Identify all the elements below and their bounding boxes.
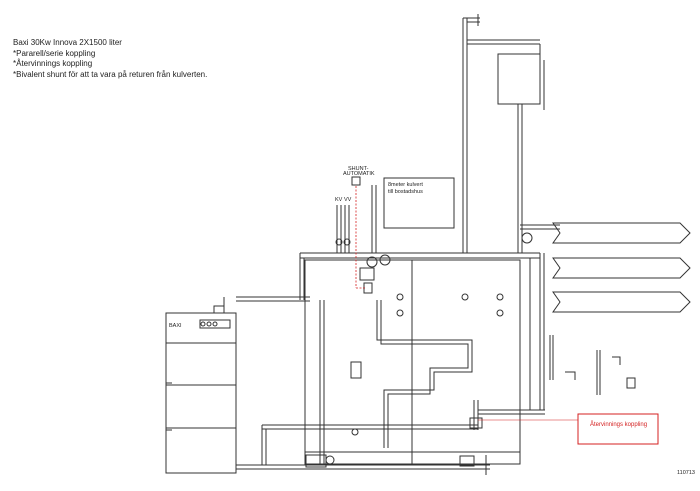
recovery-callout-box — [577, 413, 659, 445]
notes-title: Baxi 30Kw Innova 2X1500 liter — [13, 38, 122, 47]
expansion-vessel — [497, 53, 541, 105]
kulvert-label-1: 8meter kulvert — [388, 182, 423, 188]
radiator-2 — [552, 257, 691, 279]
kulvert-box — [383, 177, 455, 229]
notes-line-3: *Bivalent shunt för att ta vara på retur… — [13, 69, 208, 79]
boiler — [165, 305, 237, 474]
recovery-label: Återvinnings koppling — [590, 422, 648, 428]
storage-tank-right — [411, 259, 521, 465]
kv-label: KV — [335, 197, 343, 203]
boiler-brand: BAXI — [169, 323, 182, 329]
notes-block: Baxi 30Kw Innova 2X1500 liter *Pararell/… — [13, 38, 243, 80]
drawing-number: 110713 — [677, 470, 695, 476]
kulvert-label-2: till bostadshus — [388, 189, 423, 195]
radiator-3 — [552, 291, 691, 313]
shunt-label-2: AUTOMATIK — [343, 171, 375, 177]
vv-label: VV — [344, 197, 352, 203]
shunt-label-1: SHUNT- — [348, 166, 369, 172]
notes-line-2: *Återvinnings koppling — [13, 59, 93, 68]
radiator-1 — [552, 222, 691, 244]
notes-line-1: *Pararell/serie koppling — [13, 48, 96, 58]
shunt-automatik-box — [351, 176, 361, 186]
